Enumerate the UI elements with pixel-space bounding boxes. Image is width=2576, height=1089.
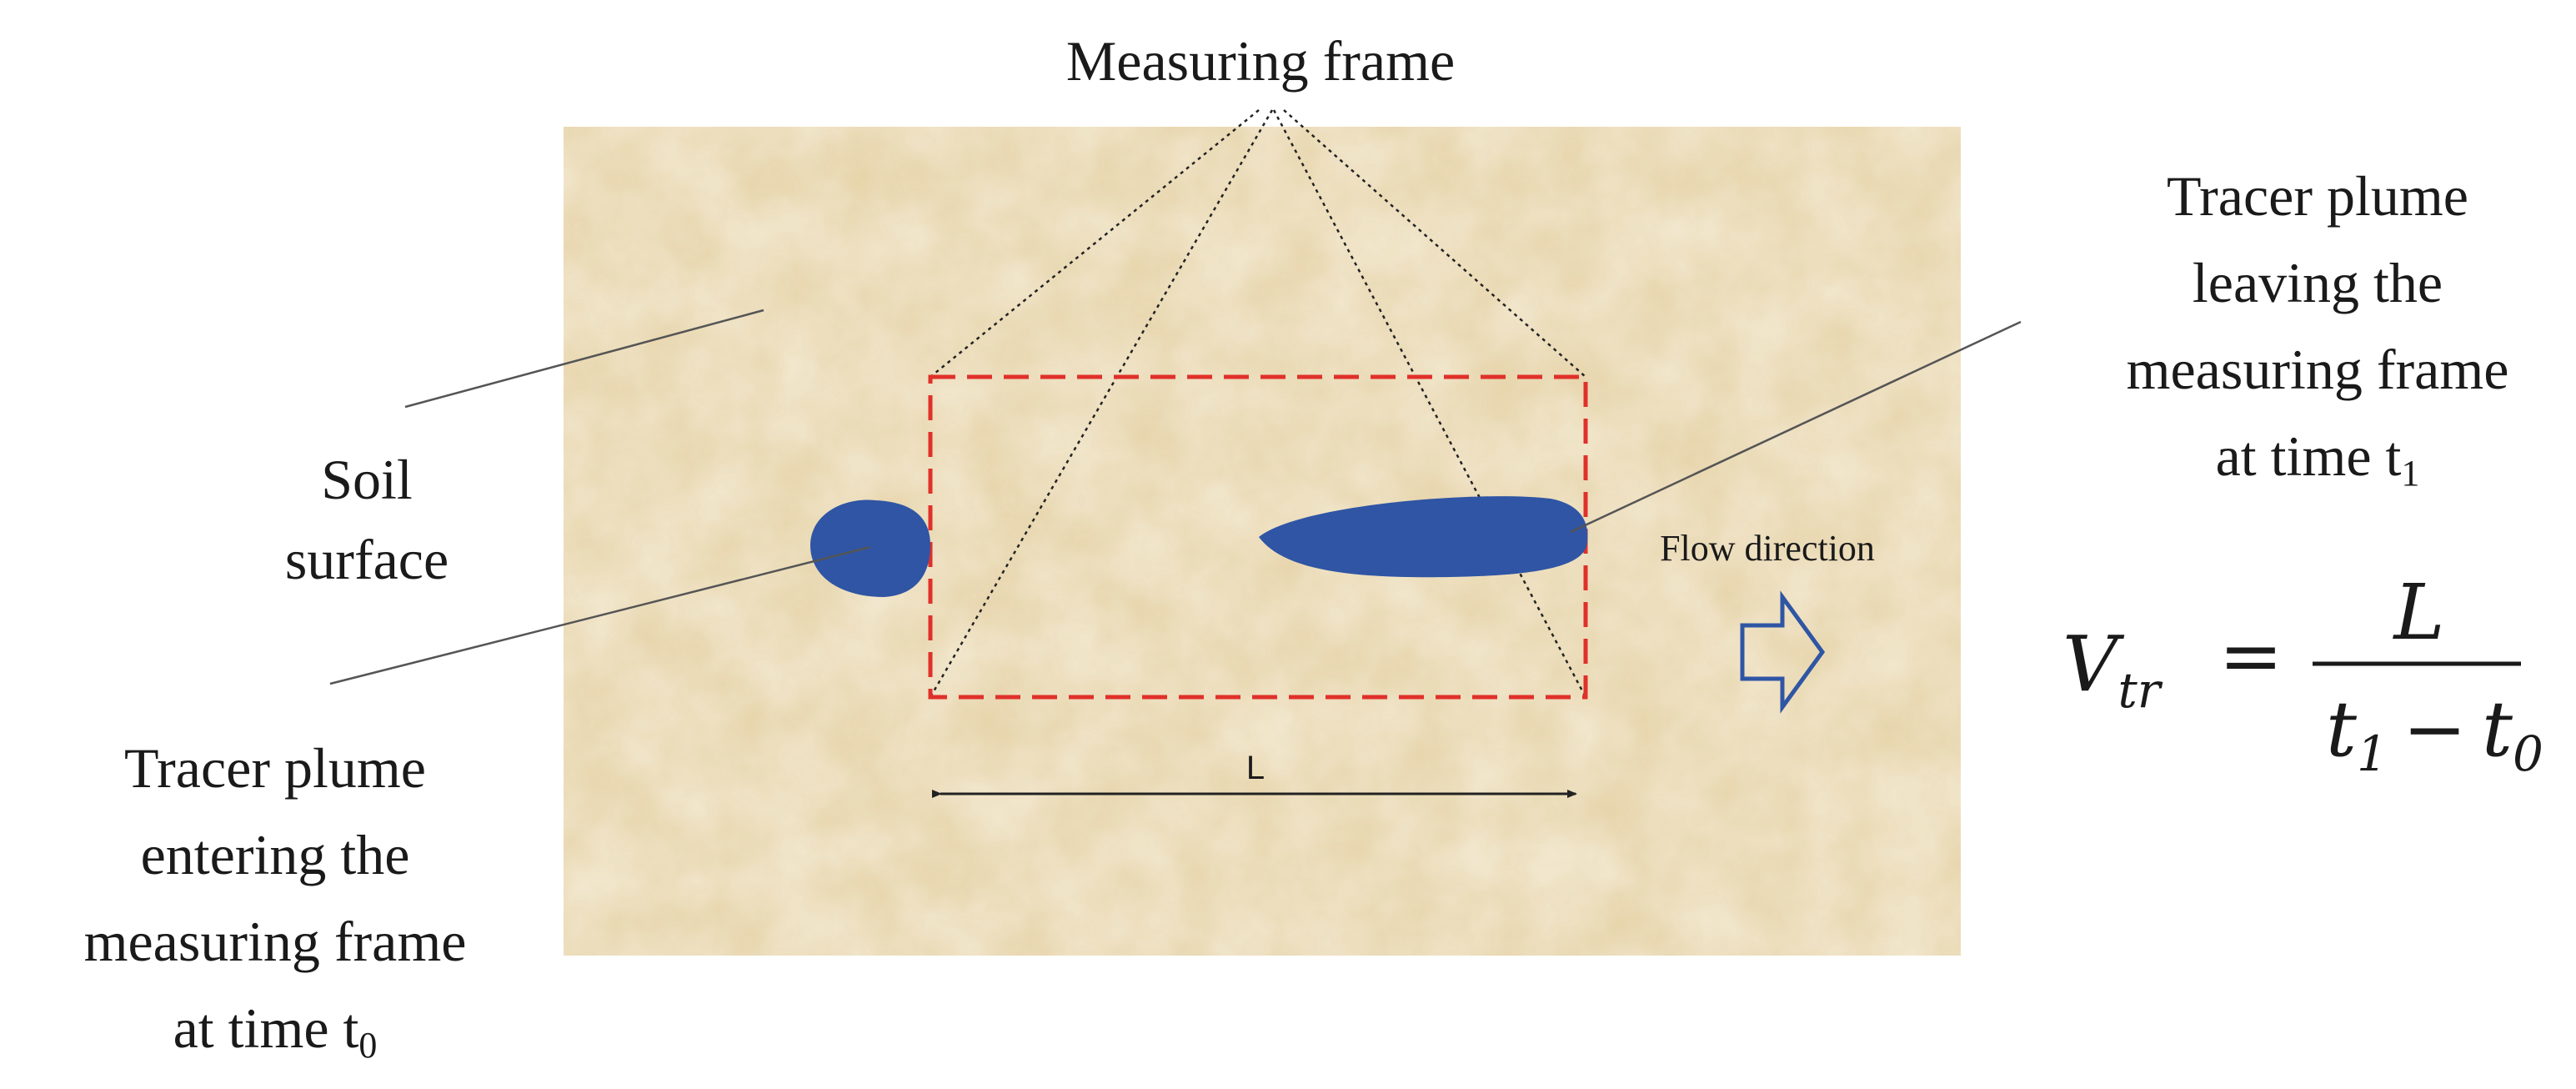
leader-lines: [329, 309, 2022, 685]
svg-text:Tracer plume: Tracer plume: [2167, 164, 2468, 228]
svg-text:at time t1: at time t1: [2216, 424, 2420, 494]
velocity-equation: Vtr = L t1−t0: [2032, 560, 2548, 782]
measuring-frame-guides: [929, 109, 1587, 698]
svg-text:=: =: [2218, 611, 2283, 700]
svg-text:measuring frame: measuring frame: [2127, 338, 2509, 401]
svg-text:Soil: Soil: [321, 448, 413, 511]
plume-leaving-label: Tracer plume leaving the measuring frame…: [2127, 164, 2509, 494]
equation-numerator: L: [2392, 568, 2444, 657]
plume-entering-label: Tracer plume entering the measuring fram…: [84, 736, 467, 1066]
length-label: L: [1246, 750, 1265, 786]
tracer-plume-entering: [810, 499, 930, 597]
flow-direction-label: Flow direction: [1660, 528, 1875, 569]
svg-text:Tracer plume: Tracer plume: [124, 736, 426, 800]
soil-surface-area: [564, 127, 1961, 956]
measuring-frame-label: Measuring frame: [1066, 29, 1455, 93]
equation-denominator: t1−t0: [2326, 685, 2543, 782]
soil-surface-label: Soil surface: [285, 448, 449, 591]
svg-text:entering the: entering the: [141, 823, 410, 886]
soil-label-panel: [198, 424, 530, 607]
flow-direction-arrow: [1740, 590, 1826, 714]
svg-text:measuring frame: measuring frame: [84, 910, 467, 973]
svg-text:leaving the: leaving the: [2193, 251, 2443, 314]
svg-text:surface: surface: [285, 528, 449, 591]
entering-label-panel: [0, 710, 564, 1089]
equation-panel: [2032, 560, 2548, 760]
tracer-plume-leaving: [1259, 496, 1588, 578]
svg-text:Vtr: Vtr: [2062, 620, 2163, 719]
svg-text:at time t0: at time t0: [173, 996, 378, 1066]
